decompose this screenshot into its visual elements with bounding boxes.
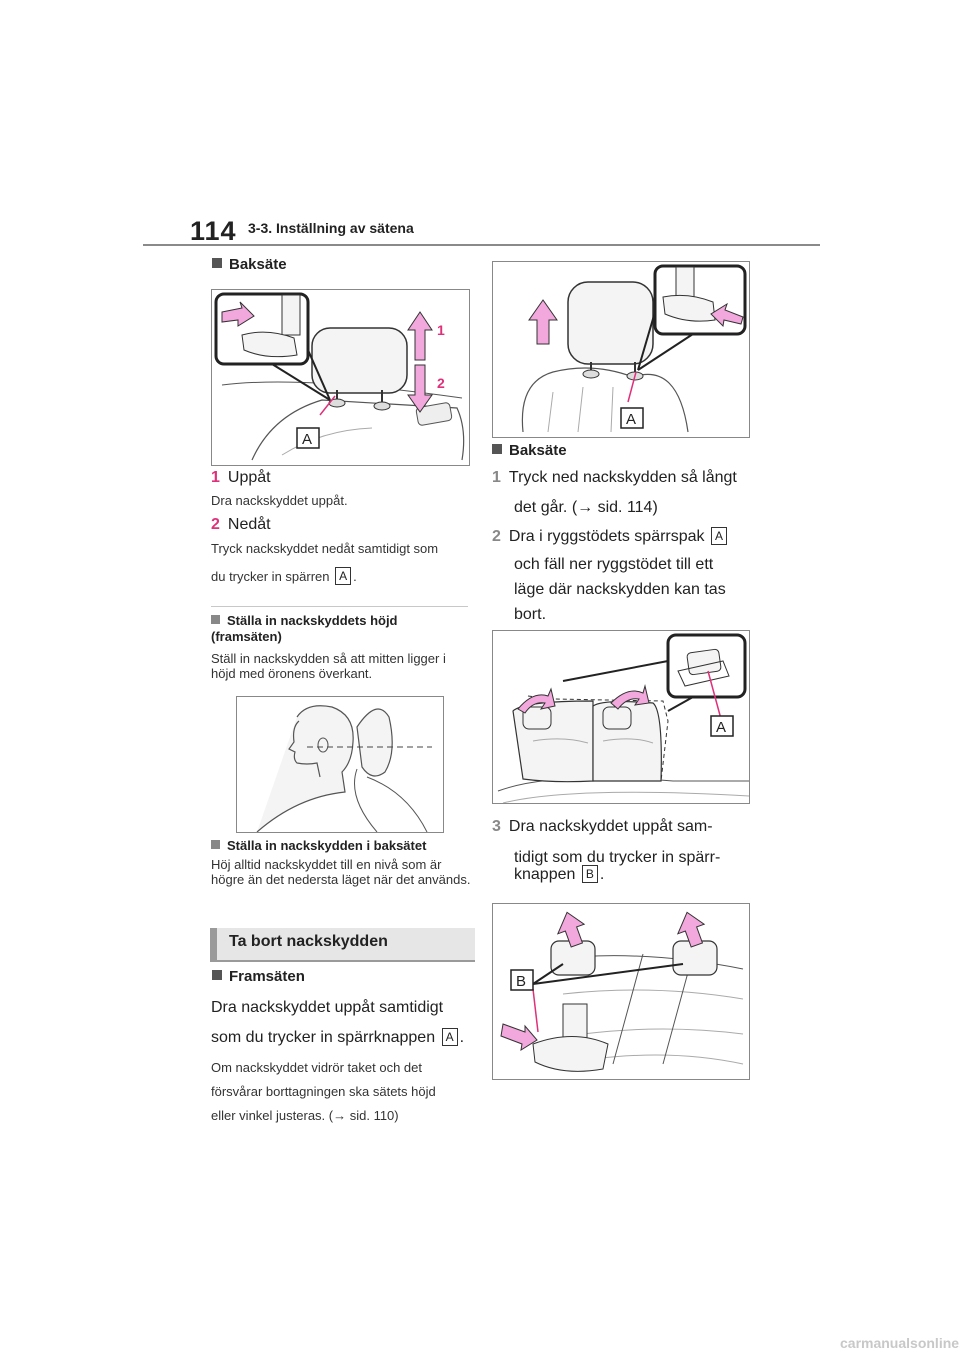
step-down-desc-line1: Tryck nackskyddet nedåt samtidigt som <box>211 541 439 556</box>
front-instruction-line2: som du trycker in spärrknappen A. <box>211 1028 465 1046</box>
rear-seat-heading: Baksäte <box>492 442 567 459</box>
front-headrest-illustration: A <box>521 264 747 433</box>
note-rear-height-text: Höj alltid nackskyddet till en nivå som … <box>211 857 471 887</box>
note-front-height-title: Ställa in nackskyddets höjd (framsäten) <box>211 613 398 644</box>
label-a-tag: A <box>441 1028 458 1046</box>
figure-label-a: A <box>626 411 636 428</box>
square-bullet-icon <box>212 258 222 268</box>
page-number: 114 <box>190 216 237 246</box>
front-seat-heading: Framsäten <box>212 968 305 985</box>
front-note-line3: eller vinkel justeras. (→ sid. 110) <box>211 1108 399 1123</box>
rear-step3-line2: tidigt som du trycker in spärr- <box>514 849 721 866</box>
rear-seatback-illustration: A <box>497 633 749 803</box>
footer-watermark: carmanualsonline.info <box>840 1335 960 1351</box>
label-a-tag: A <box>335 567 352 585</box>
label-b-tag: B <box>581 865 598 883</box>
section-banner: Ta bort nackskydden <box>210 928 475 962</box>
rear-step1-line2: det går. (→ sid. 114) <box>514 499 658 516</box>
step-up-desc: Dra nackskyddet uppåt. <box>211 493 348 508</box>
figure-head-position <box>236 696 444 833</box>
label-a-tag: A <box>711 527 728 545</box>
figure-label-a: A <box>302 431 312 448</box>
figure-rear-seatback-fold: A <box>492 630 750 804</box>
figure-rear-headrest-adjust: 1 2 A <box>211 289 470 466</box>
rear-seat-heading: Baksäte <box>212 256 287 273</box>
rear-step3-line3: knappen B. <box>514 865 605 883</box>
front-note-line2: försvårar borttagningen ska sätets höjd <box>211 1084 436 1099</box>
note-rear-height-title: Ställa in nackskydden i baksätet <box>211 838 426 854</box>
figure-rear-headrest-remove: B <box>492 903 750 1080</box>
square-bullet-icon <box>492 444 502 454</box>
step-down-desc-line2: du trycker in spärren A. <box>211 567 357 585</box>
front-note-line1: Om nackskyddet vidrör taket och det <box>211 1060 422 1075</box>
rear-step2-line2: och fäll ner ryggstödet till ett <box>514 556 714 573</box>
square-bullet-icon <box>212 970 222 980</box>
front-instruction-line1: Dra nackskyddet uppåt samtidigt <box>211 999 444 1016</box>
square-bullet-icon <box>211 840 220 849</box>
arrow-right-icon: → <box>577 499 594 516</box>
rear-headrest-remove-illustration: B <box>500 911 744 1072</box>
page-reference-link[interactable]: sid. 110) <box>346 1108 399 1123</box>
head-position-illustration <box>256 705 432 832</box>
page-reference-link[interactable]: sid. 114) <box>593 499 658 516</box>
figure-label-b: B <box>516 973 526 990</box>
square-bullet-icon <box>211 615 220 624</box>
note-front-height-text: Ställ in nackskydden så att mitten ligge… <box>211 651 446 681</box>
figure-front-headrest-remove: A <box>492 261 750 438</box>
section-title: 3-3. Inställning av sätena <box>248 220 414 236</box>
rear-step2-line3: läge där nackskydden kan tas <box>514 581 726 598</box>
figure-label-2: 2 <box>437 375 445 391</box>
divider <box>211 606 468 607</box>
header-rule <box>143 244 820 246</box>
rear-headrest-illustration: 1 2 A <box>214 292 465 461</box>
arrow-right-icon: → <box>333 1108 347 1123</box>
figure-label-1: 1 <box>437 322 445 338</box>
figure-label-a: A <box>716 719 726 736</box>
rear-step2-line4: bort. <box>514 606 547 623</box>
